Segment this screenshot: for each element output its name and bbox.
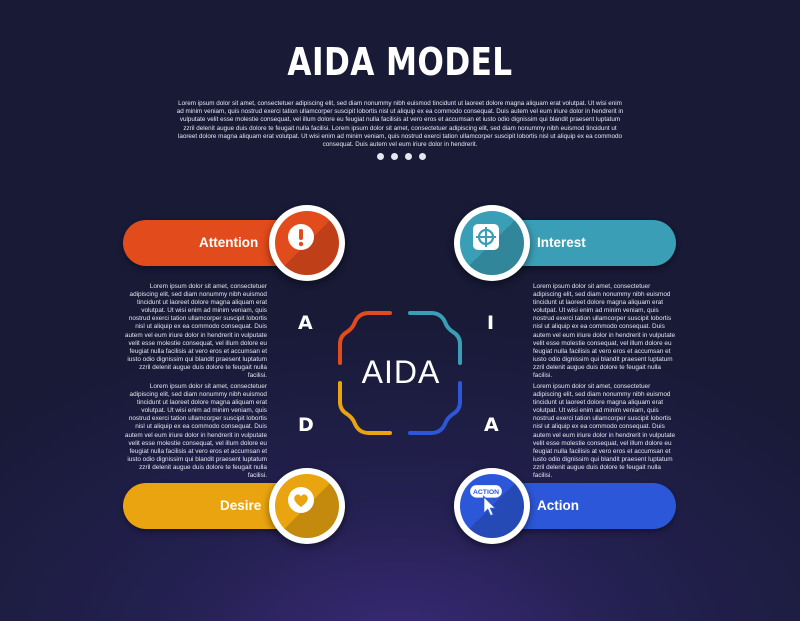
stage-desire-label: Desire: [220, 498, 262, 513]
stage-desire-badge: [269, 468, 345, 544]
center-label: AIDA: [361, 354, 441, 390]
octagon-arc-interest: [408, 311, 462, 365]
stage-action-badge: ACTION: [454, 468, 530, 544]
crosshair-target-icon: [473, 224, 499, 250]
stage-interest-description: Lorem ipsum dolor sit amet, consectetuer…: [533, 283, 676, 380]
stage-interest-badge: [454, 205, 530, 281]
stage-action-description: Lorem ipsum dolor sit amet, consectetuer…: [533, 383, 676, 480]
dot-divider: [377, 153, 426, 160]
letter-interest: I: [487, 312, 495, 334]
page-title: AIDA MODEL: [287, 40, 513, 84]
intro-paragraph: Lorem ipsum dolor sit amet, consectetuer…: [176, 100, 624, 149]
letter-desire: D: [298, 414, 314, 436]
center-octagon: [338, 311, 462, 435]
octagon-arc-attention: [338, 311, 392, 365]
action-icon-text: ACTION: [473, 489, 499, 496]
stage-desire-description: Lorem ipsum dolor sit amet, consectetuer…: [124, 383, 267, 480]
letter-attention: A: [298, 312, 313, 334]
stage-attention-label: Attention: [199, 235, 259, 250]
stage-interest-label: Interest: [537, 235, 586, 250]
exclamation-icon: [288, 224, 314, 250]
stage-action-label: Action: [537, 498, 579, 513]
octagon-arc-action: [408, 381, 462, 435]
stage-attention-badge: [269, 205, 345, 281]
heart-icon: [288, 487, 314, 513]
action-button-cursor-icon: ACTION: [470, 485, 502, 517]
letter-action: A: [484, 414, 499, 436]
stage-attention-description: Lorem ipsum dolor sit amet, consectetuer…: [124, 283, 267, 380]
octagon-arc-desire: [338, 381, 392, 435]
